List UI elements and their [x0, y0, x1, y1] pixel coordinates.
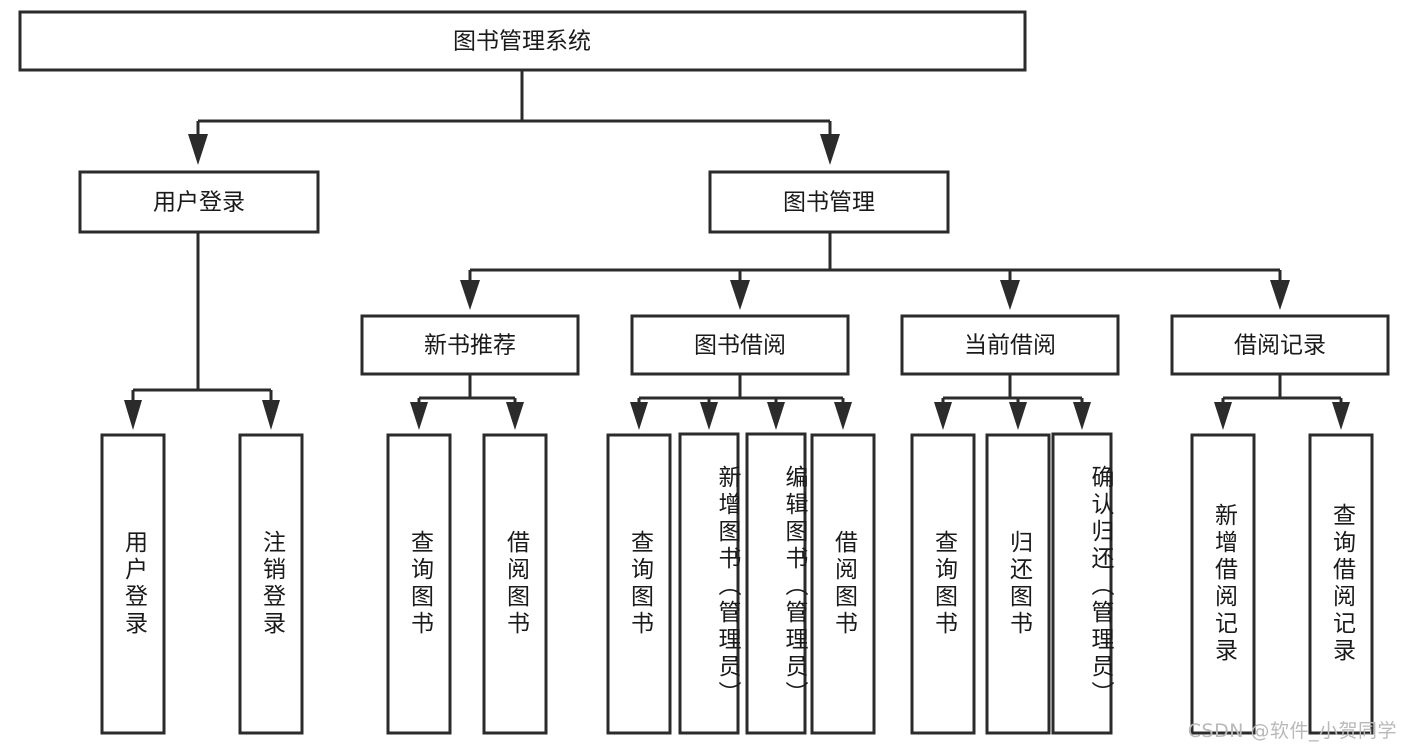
node-box-leaf-logout[interactable] — [238, 433, 304, 735]
connector-group-root-to-level2 — [188, 70, 840, 165]
node-box-new-book-recommend[interactable] — [360, 314, 580, 376]
node-box-root[interactable] — [18, 10, 1027, 72]
node-box-leaf-edit-book[interactable] — [745, 432, 807, 735]
node-box-current-borrow[interactable] — [900, 314, 1120, 376]
arrow-head-user-login — [188, 134, 208, 165]
node-box-leaf-borrow-book-2[interactable] — [810, 433, 876, 735]
node-box-borrow-record[interactable] — [1170, 314, 1390, 376]
node-label-borrow-record: 借阅记录 — [1234, 333, 1326, 359]
node-label-book-manage: 图书管理 — [783, 190, 875, 216]
arrow-head-new-book-recommend — [460, 280, 480, 310]
node-label-book-borrow: 图书借阅 — [694, 333, 786, 359]
node-box-book-manage[interactable] — [708, 170, 950, 234]
arrow-head-leaf-add-record — [1214, 402, 1232, 430]
node-box-leaf-query-book-2[interactable] — [606, 433, 672, 735]
node-box-leaf-query-book-1[interactable] — [386, 433, 452, 735]
connector-group-borrow-record-to-leaves — [1214, 374, 1350, 430]
arrow-head-leaf-confirm-return — [1073, 402, 1091, 430]
node-box-leaf-confirm-return[interactable] — [1051, 432, 1113, 735]
node-box-user-login[interactable] — [78, 170, 320, 234]
node-box-leaf-borrow-book-1[interactable] — [482, 433, 548, 735]
arrow-head-leaf-return-book — [1009, 402, 1027, 430]
arrow-head-leaf-query-record — [1332, 402, 1350, 430]
arrow-head-leaf-edit-book — [767, 402, 785, 430]
arrow-head-leaf-borrow-book-1 — [506, 402, 524, 430]
connector-group-book-borrow-to-leaves — [630, 374, 852, 430]
connector-group-current-borrow-to-leaves — [934, 374, 1091, 430]
node-label-current-borrow: 当前借阅 — [964, 333, 1056, 359]
node-label-new-book-recommend: 新书推荐 — [424, 333, 516, 359]
node-label-root: 图书管理系统 — [453, 29, 591, 55]
arrow-head-leaf-query-book-1 — [410, 402, 428, 430]
node-box-leaf-user-login[interactable] — [100, 433, 166, 735]
node-box-leaf-return-book[interactable] — [985, 433, 1051, 735]
connector-group-new-book-recommend-to-leaves — [410, 374, 524, 430]
node-box-leaf-query-book-3[interactable] — [910, 433, 976, 735]
node-box-leaf-add-record[interactable] — [1190, 433, 1256, 735]
arrow-head-book-manage — [820, 134, 840, 165]
arrow-head-leaf-user-login — [124, 400, 142, 430]
arrow-head-book-borrow — [730, 280, 750, 310]
arrow-head-leaf-query-book-3 — [934, 402, 952, 430]
node-label-user-login: 用户登录 — [153, 190, 245, 216]
arrow-head-leaf-logout — [262, 400, 280, 430]
arrow-head-leaf-borrow-book-2 — [834, 402, 852, 430]
node-box-leaf-add-book[interactable] — [678, 432, 740, 735]
node-box-leaf-query-record[interactable] — [1308, 433, 1374, 735]
node-box-book-borrow[interactable] — [630, 314, 850, 376]
connector-group-user-login-to-leaves — [124, 232, 280, 430]
arrow-head-current-borrow — [1000, 280, 1020, 310]
arrow-head-leaf-query-book-2 — [630, 402, 648, 430]
arrow-head-leaf-add-book — [700, 402, 718, 430]
arrow-head-borrow-record — [1270, 280, 1290, 310]
csdn-watermark: CSDN @软件_小贺同学 — [1187, 720, 1397, 742]
connector-group-book-manage-to-level3 — [460, 232, 1290, 310]
